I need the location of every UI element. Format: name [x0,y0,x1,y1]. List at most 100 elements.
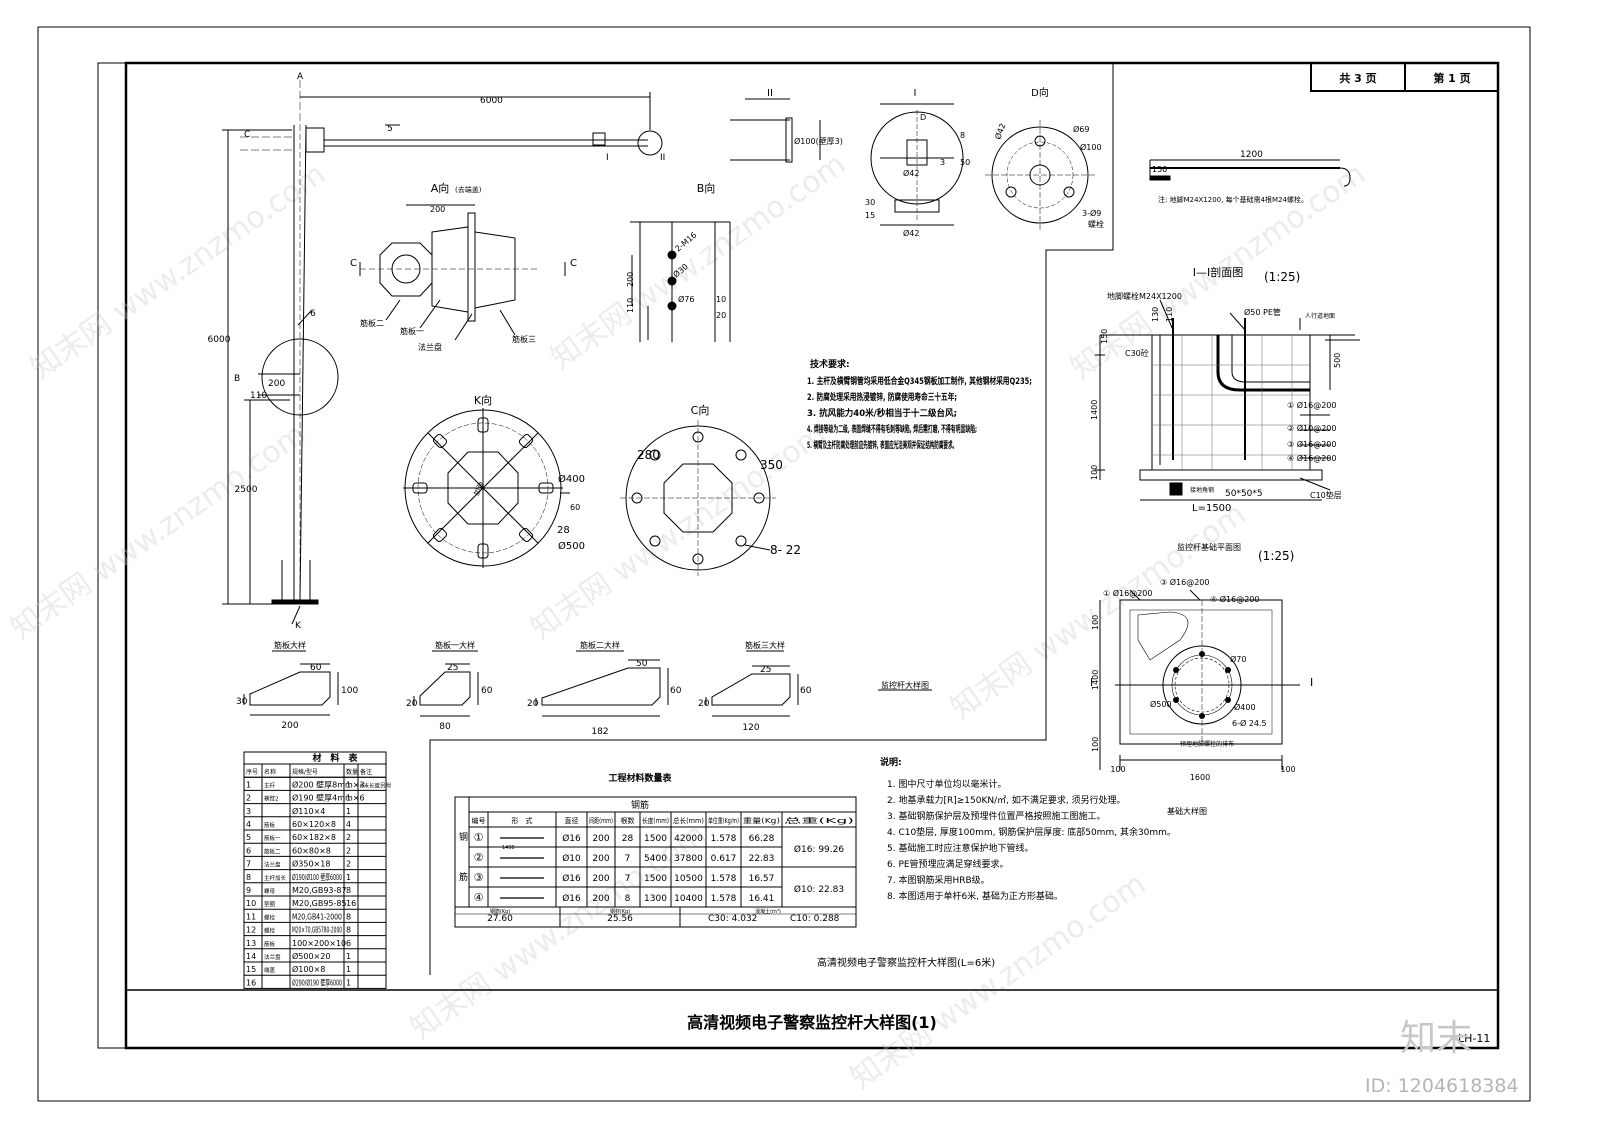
materials-header: 序号 [246,768,258,776]
view-i-d6: 15 [865,211,875,220]
view-b-title: B向 [697,181,716,195]
quantities-cell: 200 [592,854,609,864]
rib0-title: 筋板大样 [274,640,306,650]
page-number: 第 1 页 [1433,71,1470,85]
materials-cell: 14 [246,952,256,961]
view-b-d1: 200 [626,272,635,287]
view-d [985,120,1095,230]
plan-caption: 基础大样图 [1167,806,1207,816]
section-bar4: ④ Ø16@200 [1287,453,1336,463]
rib0-w: 200 [281,721,298,731]
rib0-t: 60 [310,663,322,673]
quantities-cell: 0.617 [711,854,737,864]
view-d-c: Ø100 [1080,142,1102,152]
note-4: 4. C10垫层, 厚度100mm, 钢筋保护层厚度: 底部50mm, 其余30… [887,826,1176,838]
notes-title: 说明: [880,756,902,768]
materials-cell: 螺栓 [264,927,276,935]
quantities-header: 重量(Kg) [743,817,780,825]
plan-scale: (1:25) [1258,549,1294,563]
materials-cell: M20,GB93-87 [292,886,347,895]
layout-lines [126,63,1498,991]
label-ii: II [660,153,665,163]
materials-title: 材 料 表 [311,752,358,764]
view-b-d6: 20 [716,311,726,320]
section-d100: 100 [1090,465,1099,480]
rib3-t: 25 [760,665,771,675]
plan-w1600: 1600 [1190,773,1210,782]
quantities-header: 总重(Kg) [784,816,855,825]
rib-three-label: 筋板三 [512,334,536,344]
rib0-h: 100 [341,686,358,696]
section-anchor: 地脚螺栓M24X1200 [1107,291,1182,301]
view-c-labels: C向 280 350 8- 22 [637,403,801,557]
materials-cell: 60×120×8 [292,820,336,829]
view-k-d3: 28 [557,525,570,536]
materials-cell: 15 [246,965,256,974]
materials-cell: 垫圈 [264,900,276,908]
materials-cell: 螺母 [264,887,276,895]
materials-cell: 横臂2 [264,795,279,803]
rib-details [243,650,932,717]
plan-d100b: 100 [1091,737,1100,752]
quantities-cell: 200 [592,894,609,904]
summary-bar-label: 钢材(Kg) [610,908,630,915]
materials-cell: 100×200×10 [292,939,346,948]
tech-note-5: 5. 横臂及主杆防腐处理前应先镀锌, 表面应光洁美观并保证结构防腐要求。 [807,439,957,451]
materials-cell: Ø100×8 [292,964,325,974]
summary-steel-label: 钢筋(Kg) [490,908,510,915]
materials-cell: 1 [346,780,351,789]
flange-label: 法兰盘 [418,342,442,352]
view-b-d4: Ø76 [678,294,694,304]
quantities-no: ② [474,851,484,864]
materials-table [243,751,387,989]
anchor-bolt [1149,159,1351,187]
materials-cell: 16 [346,899,356,908]
rib3-w: 120 [742,723,759,733]
section-d130: 130 [1151,307,1160,322]
view-k-d4: 60 [570,503,580,512]
plan-labels: 监控杆基础平面图 (1:25) ① Ø16@200 ③ Ø16@200 ④ Ø1… [1090,542,1313,816]
general-notes: 说明: 1. 图中尺寸单位均以毫米计。 2. 地基承载力[R]≥150KN/㎡,… [880,756,1176,902]
image-id: ID: 1204618384 [1365,1075,1519,1097]
quantities-header: 形 式 [512,816,533,825]
tech-note-1: 1. 主杆及横臂钢管均采用低合金Q345钢板加工制作, 其他钢材采用Q235; [807,375,1032,387]
quantities-header: 单位重(Kg/m) [708,816,739,825]
quantities-cell: Ø16 [562,893,581,904]
view-a-c1: C [350,258,357,269]
section-d110: 110 [1165,307,1174,322]
plan-title: 监控杆基础平面图 [1177,542,1241,552]
view-ii-title: II [767,88,773,99]
view-i-title: I [914,88,917,99]
quantities-cell: Ø10 [562,853,581,864]
materials-cell: 2 [346,846,351,855]
materials-cell: 1 [346,807,351,816]
drawing-number: LH-11 [1458,1032,1490,1045]
label-a: A [297,72,304,82]
total-pages: 共 3 页 [1339,71,1376,85]
view-b [630,221,731,342]
materials-header: 备注 [360,768,372,776]
materials-cell: 12 [246,926,256,935]
view-b-d5: 10 [716,295,726,304]
quantities-cell: 42000 [674,834,703,844]
materials-cell: 6 [246,846,251,855]
note-7: 7. 本图钢筋采用HRB级。 [887,874,990,886]
section-labels: I—I剖面图 (1:25) 地脚螺栓M24X1200 Ø50 PE管 人行道地面… [1090,265,1342,514]
brand-logo: 知末 [1400,1018,1472,1059]
plan-w100a: 100 [1110,765,1125,774]
section-d500: 500 [1333,353,1342,368]
materials-cell: 1 [246,780,251,789]
materials-cell: 5 [246,833,251,842]
quantities-cell: 16.41 [749,894,775,904]
total-10: Ø10: 22.83 [794,884,844,895]
view-d-b: Ø69 [1073,124,1089,134]
view-c-d3: 8- 22 [770,543,801,557]
materials-cell: Ø200 壁厚8mm×3 [292,779,365,789]
view-i-d7: Ø42 [903,228,919,238]
view-c [620,420,776,576]
rib1-t: 25 [447,663,458,673]
materials-cell: 2 [346,833,351,842]
plan-w100b: 100 [1280,765,1295,774]
drawing-border [124,61,1500,1050]
